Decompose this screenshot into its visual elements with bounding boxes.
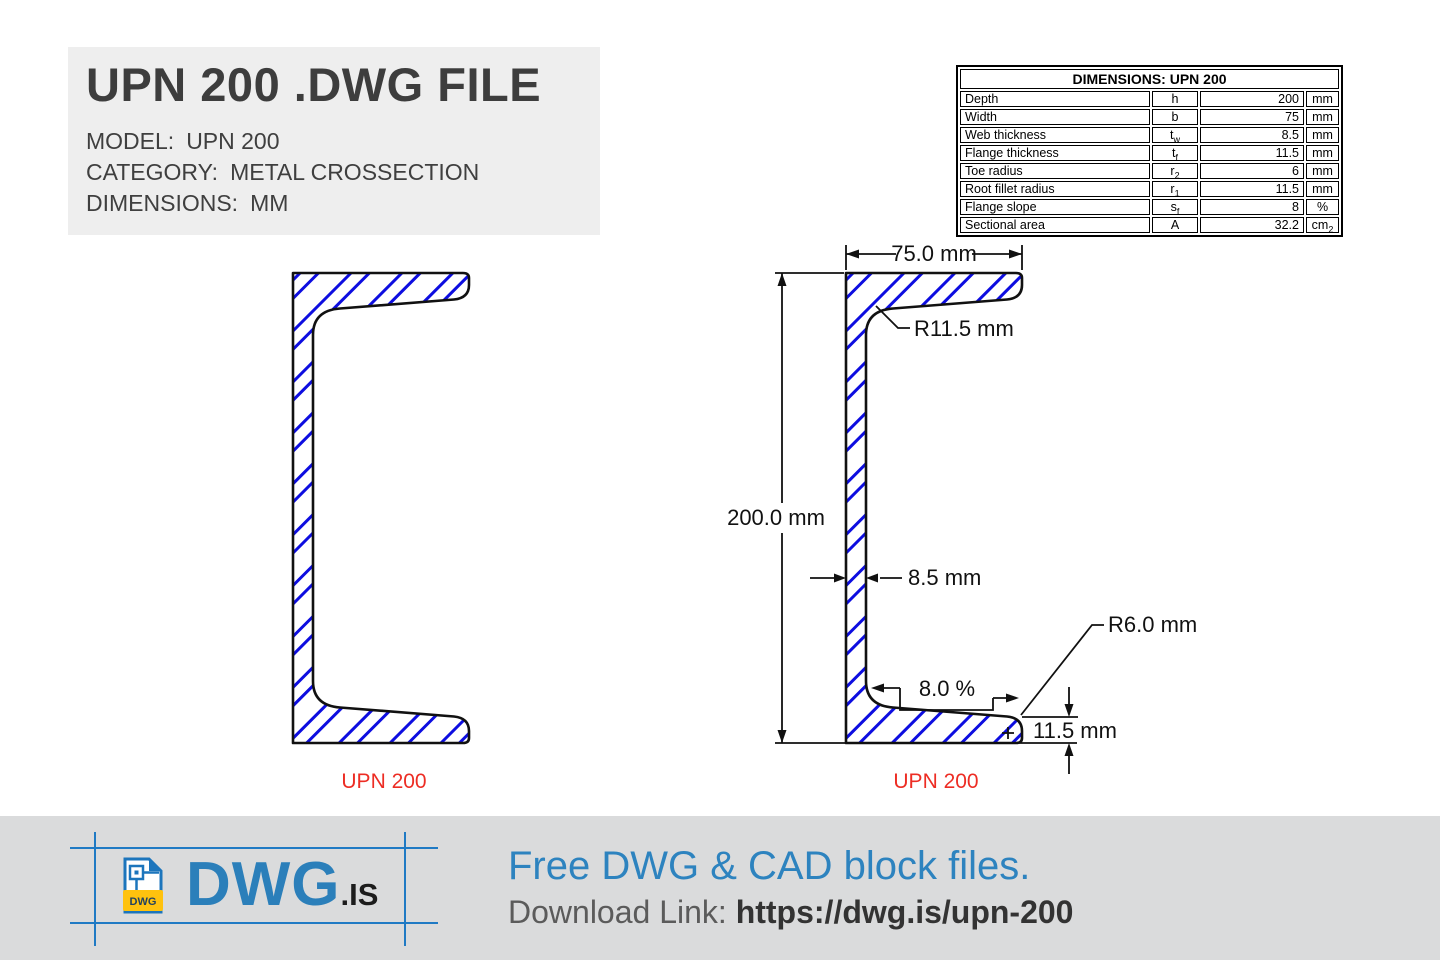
dimension-lines xyxy=(729,245,1104,774)
logo-suffix: .IS xyxy=(340,877,379,912)
dim-flange-thickness-label: 11.5 mm xyxy=(1033,718,1117,743)
download-label: Download Link: xyxy=(508,894,736,930)
download-line: Download Link: https://dwg.is/upn-200 xyxy=(508,894,1073,931)
category-row: CATEGORY: METAL CROSSECTION xyxy=(86,157,600,188)
table-row: Depth h 200 mm xyxy=(960,91,1340,107)
crosshair-line-right xyxy=(404,832,406,946)
footer: DWG DWG.IS Free DWG & CAD block files. D… xyxy=(0,816,1440,960)
model-row: MODEL: UPN 200 xyxy=(86,126,600,157)
table-row: Sectional area A 32.2 cm2 xyxy=(960,217,1340,234)
crosshair-line-bottom xyxy=(70,922,438,924)
dim-depth-label: 200.0 mm xyxy=(727,505,825,530)
table-row: Root fillet radius r1 11.5 mm xyxy=(960,181,1340,198)
crosshair-line-left xyxy=(94,832,96,946)
model-label: MODEL: xyxy=(86,128,175,154)
footer-text: Free DWG & CAD block files. Download Lin… xyxy=(508,843,1073,931)
upn-profile-left: UPN 200 xyxy=(291,271,471,793)
table-title: DIMENSIONS: UPN 200 xyxy=(960,69,1340,89)
table-row: Width b 75 mm xyxy=(960,109,1340,125)
page-title: UPN 200 .DWG FILE xyxy=(86,58,542,111)
table-row: Flange slope sf 8 % xyxy=(960,199,1340,216)
dimensions-value: MM xyxy=(250,190,289,216)
model-value: UPN 200 xyxy=(186,128,280,154)
dim-flange-slope-label: 8.0 % xyxy=(919,676,975,701)
dim-width-label: 75.0 mm xyxy=(891,241,977,266)
dimensions-row: DIMENSIONS: MM xyxy=(86,188,600,219)
caption-right: UPN 200 xyxy=(893,770,978,793)
category-value: METAL CROSSECTION xyxy=(230,159,480,185)
dwg-file-icon: DWG xyxy=(123,857,163,914)
table-row: Flange thickness tf 11.5 mm xyxy=(960,145,1340,162)
logo-text: DWG.IS xyxy=(186,849,378,920)
dim-root-radius-label: R11.5 mm xyxy=(914,316,1014,341)
dimensions-label: DIMENSIONS: xyxy=(86,190,239,216)
category-label: CATEGORY: xyxy=(86,159,219,185)
dimensions-table: DIMENSIONS: UPN 200 Depth h 200 mm Width… xyxy=(956,65,1344,237)
table-row: Toe radius r2 6 mm xyxy=(960,163,1340,180)
download-link[interactable]: https://dwg.is/upn-200 xyxy=(735,894,1074,930)
crosshair-line-top xyxy=(70,847,438,849)
dim-web-thickness-label: 8.5 mm xyxy=(908,565,981,590)
dwgis-logo[interactable]: DWG DWG.IS xyxy=(0,816,470,960)
icon-label: DWG xyxy=(130,896,157,908)
upn-profile-right: UPN 200 xyxy=(844,271,1024,793)
title-card: UPN 200 .DWG FILE MODEL: UPN 200 CATEGORY… xyxy=(68,47,600,235)
table-row: Web thickness tw 8.5 mm xyxy=(960,127,1340,144)
caption-left: UPN 200 xyxy=(341,770,426,793)
logo-main: DWG xyxy=(186,850,341,919)
footer-heading: Free DWG & CAD block files. xyxy=(508,844,1031,888)
dim-toe-radius-label: R6.0 mm xyxy=(1108,612,1197,637)
